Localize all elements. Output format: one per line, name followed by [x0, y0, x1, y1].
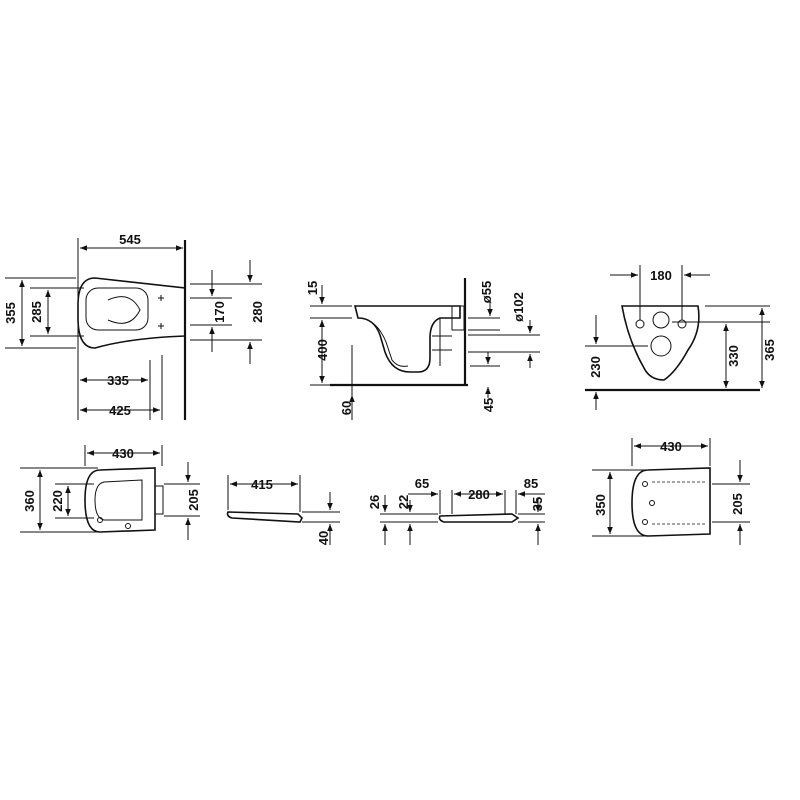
dim-floor-gap: 60	[339, 401, 354, 415]
dim-cover-width: 430	[660, 439, 682, 454]
dim-overall-depth: 545	[119, 232, 141, 247]
fixing-hole-left	[635, 319, 645, 329]
dim-seat-inner: 220	[50, 490, 65, 512]
dim-bolt-spacing: 180	[650, 268, 672, 283]
dim-front-offset: 65	[415, 476, 429, 491]
dim-top-height: 365	[762, 339, 777, 361]
outlet-opening	[650, 335, 672, 357]
dim-hinge-span: 205	[186, 489, 201, 511]
dim-inlet-dia: ø55	[479, 281, 494, 303]
cover-buffer	[642, 481, 648, 487]
dim-outlet-height: 45	[481, 398, 496, 412]
dim-front-height: 26	[367, 495, 382, 509]
dim-wall-width: 280	[250, 301, 265, 323]
dim-rear-offset: 85	[524, 476, 538, 491]
cover-top-view: 430 350 205	[592, 438, 750, 545]
dim-seat-side-height: 40	[316, 531, 331, 545]
dim-mid-length: 280	[468, 487, 490, 502]
dim-height: 400	[315, 339, 330, 361]
cover-buffer	[649, 500, 655, 506]
dim-seat-width: 430	[112, 446, 134, 461]
dim-cover-length: 350	[593, 494, 608, 516]
cover-buffer	[642, 519, 648, 525]
cover-hidden-lines	[652, 481, 706, 525]
dim-bolt-spacing: 170	[212, 301, 227, 323]
dim-inner-width: 285	[29, 301, 44, 323]
dim-mid-height: 22	[396, 495, 411, 509]
dim-outlet-dia: ø102	[511, 292, 526, 322]
seat-buffer	[97, 517, 103, 523]
cover-outline	[631, 467, 711, 537]
seat-fixing-marks	[158, 295, 164, 329]
seat-hinge	[154, 485, 164, 515]
top-view: 545 335 425 355 285 170 280	[3, 232, 265, 420]
dim-bowl-depth: 335	[107, 373, 129, 388]
dim-seat-length: 360	[22, 490, 37, 512]
bowl-inner	[361, 317, 409, 367]
seat-side-view: 415 40	[226, 475, 340, 545]
dim-rim-depth: 425	[109, 403, 131, 418]
seat-top-view: 430 360 220 205	[20, 445, 201, 540]
fixing-hole-right	[677, 319, 687, 329]
dim-rear-height: 35	[530, 497, 545, 511]
front-view: 180 230 330 365	[585, 265, 777, 410]
dim-overall-width: 355	[3, 302, 18, 324]
dim-inlet-height: 330	[726, 345, 741, 367]
dim-seat-side-length: 415	[251, 477, 273, 492]
seat-opening	[94, 479, 143, 521]
dim-top-offset: 15	[305, 281, 320, 295]
outlet-pipe	[432, 318, 452, 366]
seat-buffer	[125, 523, 131, 529]
seat-side-outline	[226, 511, 303, 523]
bowl-rim	[85, 287, 149, 331]
dim-bottom-height: 230	[588, 356, 603, 378]
side-view: 15 400 60 ø55 ø102 45	[305, 278, 540, 420]
bowl-section	[353, 305, 461, 373]
inlet-opening	[652, 311, 670, 329]
bowl-front-outline	[621, 305, 700, 381]
inlet-connector	[451, 305, 465, 331]
dim-cover-hinge-span: 205	[730, 493, 745, 515]
bowl-opening	[107, 296, 141, 324]
seat-profile-view: 65 280 85 26 22 35	[367, 476, 545, 545]
seat-profile-outline	[438, 513, 520, 523]
seat-outline	[84, 467, 156, 533]
